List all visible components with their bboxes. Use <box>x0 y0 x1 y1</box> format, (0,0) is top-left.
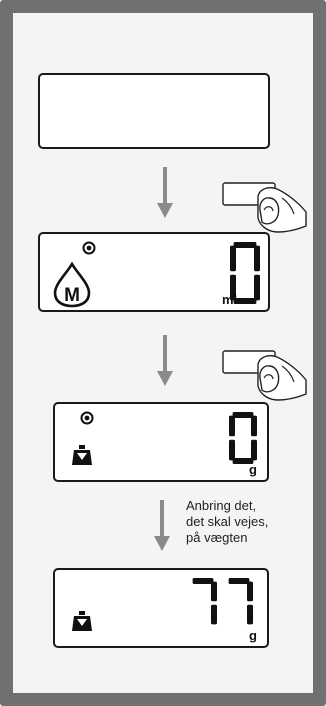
digit-segment-b <box>251 416 257 437</box>
down-arrow-icon <box>156 335 174 387</box>
unit-label: g <box>249 628 257 643</box>
digit-segment-c <box>254 275 260 301</box>
digit-segment-a <box>234 242 257 248</box>
down-arrow-icon <box>156 167 174 219</box>
digit-segment-a <box>229 578 250 584</box>
display-digits <box>187 576 259 630</box>
digit-segment-a <box>193 578 214 584</box>
digit-segment-f <box>229 416 235 437</box>
milk-drop-icon: M <box>52 262 92 308</box>
digit-segment-b <box>254 246 260 272</box>
digit-segment-c <box>251 440 257 461</box>
digit-segment-c <box>247 605 253 625</box>
digit-segment-e <box>229 440 235 461</box>
digit-segment-c <box>211 605 217 625</box>
instruction-text: Anbring det, det skal vejes, på vægten <box>186 498 316 546</box>
digit-segment-f <box>230 246 236 272</box>
drop-letter: M <box>64 285 80 306</box>
down-arrow-icon <box>153 500 171 552</box>
scale-display-zero: g <box>53 402 269 482</box>
display-digits <box>227 410 259 466</box>
digit-segment-b <box>247 582 253 602</box>
target-icon <box>82 241 96 255</box>
unit-label: ml <box>222 292 237 307</box>
weight-icon <box>71 444 93 466</box>
scale-display-weight: g <box>53 568 269 648</box>
target-icon <box>80 411 94 425</box>
press-button-hand-icon <box>220 348 310 404</box>
blank-display <box>38 73 270 149</box>
milk-display: M ml <box>38 232 270 312</box>
press-button-hand-icon <box>220 180 310 236</box>
unit-label: g <box>249 462 257 477</box>
digit-segment-a <box>233 412 254 418</box>
weight-icon <box>71 610 93 632</box>
digit-segment-b <box>211 582 217 602</box>
